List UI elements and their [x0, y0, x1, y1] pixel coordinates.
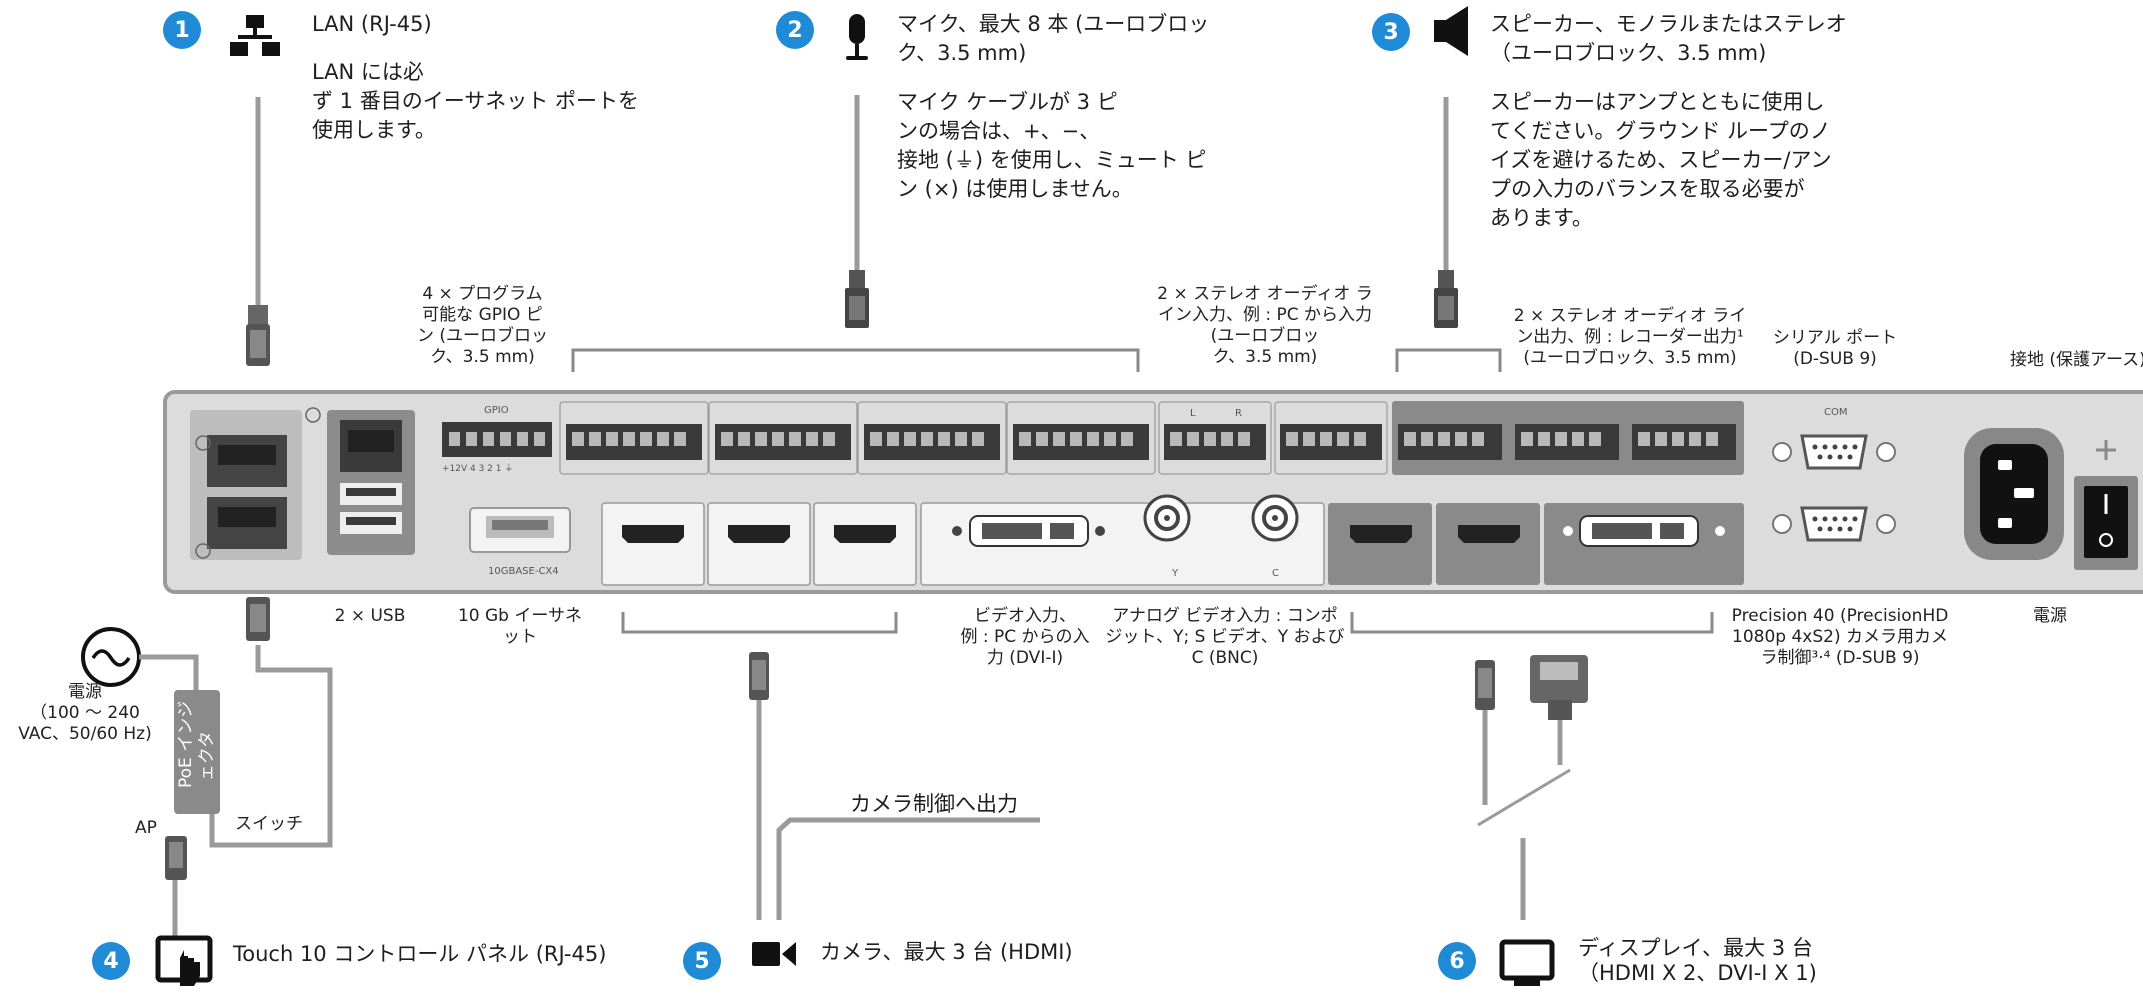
speaker-icon	[1434, 6, 1468, 56]
callout-number-4: 4	[92, 942, 130, 980]
terminal-pins	[572, 432, 1718, 446]
display-dvi-plug	[1530, 655, 1588, 720]
callout-number-5: 5	[683, 942, 721, 980]
callout-number-2: 2	[776, 11, 814, 49]
display-hdmi-plug	[1475, 660, 1495, 710]
label-usb: 2 × USB	[334, 606, 406, 626]
cx4-port	[469, 507, 571, 553]
ac-mains-symbol	[81, 627, 199, 690]
mic-bracket	[571, 348, 1140, 372]
panel-bnc-y: Y	[1172, 568, 1179, 579]
network-icon	[230, 15, 280, 56]
label-power-right: 電源	[2033, 606, 2067, 626]
dvi-bnc-inputs	[920, 494, 1325, 586]
gpio-block	[442, 422, 552, 457]
display-cables	[1477, 710, 1571, 920]
speaker-plug	[1434, 270, 1458, 328]
label-ground: 接地 (保護アース)	[2010, 350, 2143, 370]
callout-title-6: ディスプレイ、最大 3 台 （HDMI X 2、DVI-I X 1)	[1578, 936, 1817, 985]
label-analog: アナログ ビデオ入力 : コンポ ジット、Y; S ビデオ、Y および C (B…	[1105, 606, 1345, 668]
callout-title-4: Touch 10 コントロール パネル (RJ-45)	[233, 942, 607, 966]
com-ports	[1772, 434, 1896, 542]
label-precision: Precision 40 (PrecisionHD 1080p 4xS2) カメ…	[1731, 606, 1949, 668]
mic-plug	[845, 270, 869, 328]
touch-panel-icon	[155, 935, 213, 986]
callout-number-1: 1	[163, 11, 201, 49]
brackets-bottom	[621, 612, 1714, 634]
panel-in-l: L	[1190, 408, 1196, 419]
callout-title-3: スピーカー、モノラルまたはステレオ （ユーロブロック、3.5 mm)	[1490, 12, 1847, 65]
label-stereo-in: 2 × ステレオ オーディオ ラ イン入力、例 : PC から入力 (ユーロブロ…	[1157, 284, 1373, 367]
label-stereo-out: 2 × ステレオ オーディオ ライ ン出力、例 : レコーダー出力¹ (ユーロブ…	[1513, 306, 1747, 368]
lan-plug-bottom	[246, 597, 270, 641]
camera-hdmi-plug	[749, 652, 769, 700]
power-switch	[2074, 440, 2138, 570]
callout-number-6: 6	[1438, 942, 1476, 980]
label-camera-control-out: カメラ制御へ出力	[850, 792, 1018, 816]
callout-title-2: マイク、最大 8 本 (ユーロブロッ ク、3.5 mm)	[897, 12, 1210, 65]
panel-com-label: COM	[1824, 407, 1848, 418]
power-inlet	[1964, 428, 2064, 560]
microphone-icon	[846, 14, 868, 60]
ap-plug	[165, 836, 187, 880]
speaker-bracket	[1395, 348, 1502, 372]
callout-title-1: LAN (RJ-45)	[312, 12, 432, 36]
display-outputs	[1328, 503, 1744, 585]
label-video-in: ビデオ入力、 例 : PC からの入 力 (DVI-I)	[960, 606, 1090, 668]
lan-plug-top	[246, 305, 270, 366]
hdmi-inputs	[601, 502, 917, 586]
label-poe-injector: PoE インジ ェクタ	[176, 700, 217, 788]
panel-in-r: R	[1235, 408, 1242, 419]
panel-cx4-label: 10GBASE-CX4	[488, 566, 559, 577]
lan-ports	[190, 410, 302, 560]
display-bracket	[1350, 612, 1714, 634]
camera-bracket	[621, 612, 898, 634]
label-ap: AP	[135, 818, 157, 838]
label-power-left: 電源 （100 ～ 240 VAC、50/60 Hz)	[18, 682, 152, 744]
panel-bnc-c: C	[1272, 568, 1279, 579]
panel-gpio-title: GPIO	[484, 405, 509, 416]
poe-injector	[174, 690, 220, 814]
cables-top	[255, 95, 1449, 305]
callout-title-5: カメラ、最大 3 台 (HDMI)	[820, 940, 1073, 964]
display-icon	[1499, 939, 1555, 986]
callout-number-3: 3	[1372, 13, 1410, 51]
brackets-top	[571, 348, 1502, 372]
callout-desc-2: マイク ケーブルが 3 ピ ンの場合は、+、−、 接地 (⏚) を使用し、ミュー…	[897, 90, 1207, 201]
callout-desc-1: LAN には必 ず 1 番目のイーサネット ポートを 使用します。	[312, 60, 639, 142]
callout-desc-3: スピーカーはアンプとともに使用し てください。グラウンド ループのノ イズを避け…	[1490, 90, 1832, 230]
camera-icon	[752, 942, 796, 966]
panel-gpio-pins: +12V 4 3 2 1 ⏚	[442, 464, 514, 474]
label-switch: スイッチ	[235, 814, 303, 834]
ethernet-usb-ports	[305, 407, 415, 555]
mic-block-frames	[559, 401, 1388, 475]
label-serial: シリアル ポート (D-SUB 9)	[1772, 328, 1898, 369]
label-gpio: 4 × プログラム 可能な GPIO ピ ン (ユーロブロッ ク、3.5 mm)	[416, 284, 549, 367]
label-10gb: 10 Gb イーサネ ット	[457, 606, 583, 647]
